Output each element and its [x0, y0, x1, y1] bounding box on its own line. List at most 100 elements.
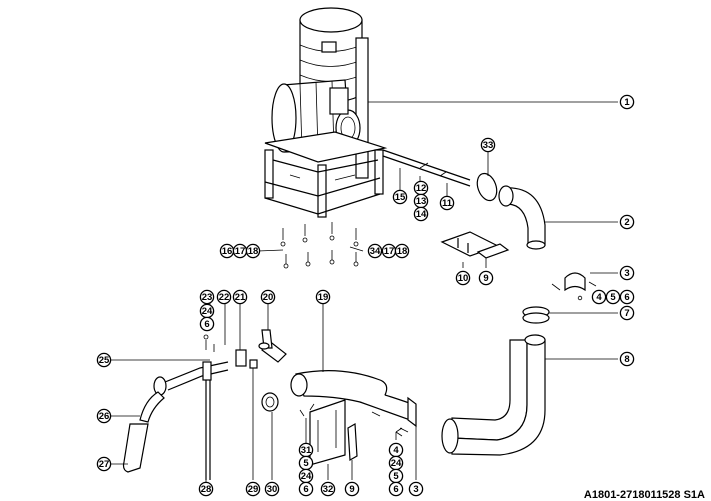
callout-30: 30: [264, 481, 280, 497]
bracket-9: [476, 243, 510, 259]
muffler-pipe-19: [290, 370, 416, 421]
drawing-number: A1801-2718011528 S1A: [583, 489, 705, 501]
main-exhaust-pipe-8: [441, 334, 546, 456]
callout-17: 17: [381, 243, 397, 259]
callout-11: 11: [439, 195, 455, 211]
callout-24: 24: [388, 455, 404, 471]
callout-5: 5: [605, 289, 621, 305]
callout-label: 24: [391, 458, 402, 469]
callout-label: 5: [303, 458, 309, 469]
callout-label: 8: [624, 354, 629, 365]
callout-6: 6: [388, 481, 404, 497]
bracket-lower-9: [347, 423, 358, 461]
callout-circle: [480, 137, 496, 153]
callout-33: 33: [480, 137, 496, 153]
callout-23: 23: [199, 289, 215, 305]
callout-9: 9: [344, 481, 360, 497]
callout-circle: [245, 243, 261, 259]
callout-label: 6: [393, 484, 398, 495]
callout-circle: [619, 214, 635, 230]
callout-circle: [619, 94, 635, 110]
callout-label: 2: [624, 217, 629, 228]
callout-label: 17: [235, 246, 246, 257]
ring-30: [261, 392, 279, 412]
callout-circle: [413, 206, 429, 222]
callout-6: 6: [298, 481, 314, 497]
callout-circle: [232, 289, 248, 305]
callout-34: 34: [367, 243, 383, 259]
generator-assembly: [264, 7, 471, 269]
callout-4: 4: [388, 442, 404, 458]
callout-14: 14: [413, 206, 429, 222]
callout-label: 27: [99, 459, 110, 470]
callout-circle: [198, 481, 214, 497]
callout-29: 29: [245, 481, 261, 497]
callout-circle: [439, 195, 455, 211]
callout-label: 16: [222, 246, 233, 257]
callout-label: 23: [202, 292, 213, 303]
callout-label: 3: [413, 484, 418, 495]
callout-circle: [320, 481, 336, 497]
callout-circle: [315, 289, 331, 305]
callout-circle: [619, 289, 635, 305]
callout-label: 24: [202, 306, 213, 317]
callout-label: 29: [248, 484, 259, 495]
callout-label: 33: [483, 140, 494, 151]
callout-17: 17: [232, 243, 248, 259]
callout-label: 17: [384, 246, 395, 257]
callout-label: 15: [395, 192, 406, 203]
callout-16: 16: [219, 243, 235, 259]
flex-hose-assembly: [122, 334, 403, 480]
callout-5: 5: [298, 455, 314, 471]
callout-label: 14: [416, 209, 427, 220]
callout-circle: [619, 265, 635, 281]
callout-18: 18: [245, 243, 261, 259]
callout-circle: [298, 481, 314, 497]
callout-label: 32: [323, 484, 334, 495]
callout-label: 12: [416, 183, 427, 194]
callout-26: 26: [96, 408, 112, 424]
callout-label: 6: [204, 319, 209, 330]
callout-circle: [264, 481, 280, 497]
callout-1: 1: [619, 94, 635, 110]
callout-20: 20: [260, 289, 276, 305]
callout-circle: [619, 351, 635, 367]
callout-12: 12: [413, 180, 429, 196]
callout-circle: [619, 305, 635, 321]
callout-circle: [260, 289, 276, 305]
callout-7: 7: [619, 305, 635, 321]
callout-label: 1: [624, 97, 630, 108]
callout-circle: [392, 189, 408, 205]
callout-circle: [245, 481, 261, 497]
callout-24: 24: [199, 303, 215, 319]
callout-6: 6: [619, 289, 635, 305]
callout-9: 9: [478, 270, 494, 286]
callout-label: 6: [303, 484, 308, 495]
callout-label: 3: [624, 268, 629, 279]
clamp-3: [551, 272, 597, 301]
clamp-lower-3: [395, 396, 417, 437]
callout-label: 10: [458, 273, 469, 284]
callout-circle: [199, 289, 215, 305]
callout-label: 13: [416, 196, 427, 207]
callout-label: 4: [596, 292, 602, 303]
callout-18: 18: [394, 243, 410, 259]
callout-circle: [199, 316, 215, 332]
callout-circle: [605, 289, 621, 305]
callout-label: 5: [610, 292, 616, 303]
callout-28: 28: [198, 481, 214, 497]
callout-circle: [96, 352, 112, 368]
callout-label: 26: [99, 411, 110, 422]
callout-label: 11: [442, 198, 453, 209]
callout-27: 27: [96, 456, 112, 472]
callout-label: 34: [370, 246, 381, 257]
callout-15: 15: [392, 189, 408, 205]
callout-label: 4: [393, 445, 399, 456]
callout-circle: [478, 270, 494, 286]
callout-circle: [96, 408, 112, 424]
callout-19: 19: [315, 289, 331, 305]
callout-21: 21: [232, 289, 248, 305]
callout-6: 6: [199, 316, 215, 332]
